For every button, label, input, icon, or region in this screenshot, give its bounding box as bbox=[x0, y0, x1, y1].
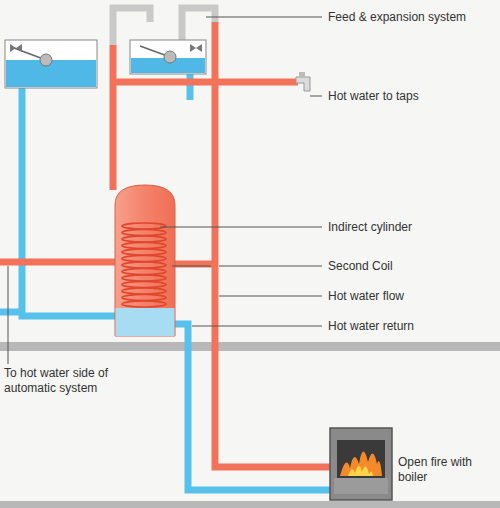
hot-water-taps-label: Hot water to taps bbox=[328, 89, 498, 104]
cylinder-label: Indirect cylinder bbox=[328, 220, 498, 235]
feed-expansion-label: Feed & expansion system bbox=[328, 10, 498, 25]
coil-label: Second Coil bbox=[328, 259, 498, 274]
return-label: Hot water return bbox=[328, 319, 498, 334]
flow-label: Hot water flow bbox=[328, 289, 498, 304]
automatic-system-label: To hot water side of automatic system bbox=[4, 366, 154, 396]
boiler-label: Open fire with boiler bbox=[398, 455, 494, 485]
